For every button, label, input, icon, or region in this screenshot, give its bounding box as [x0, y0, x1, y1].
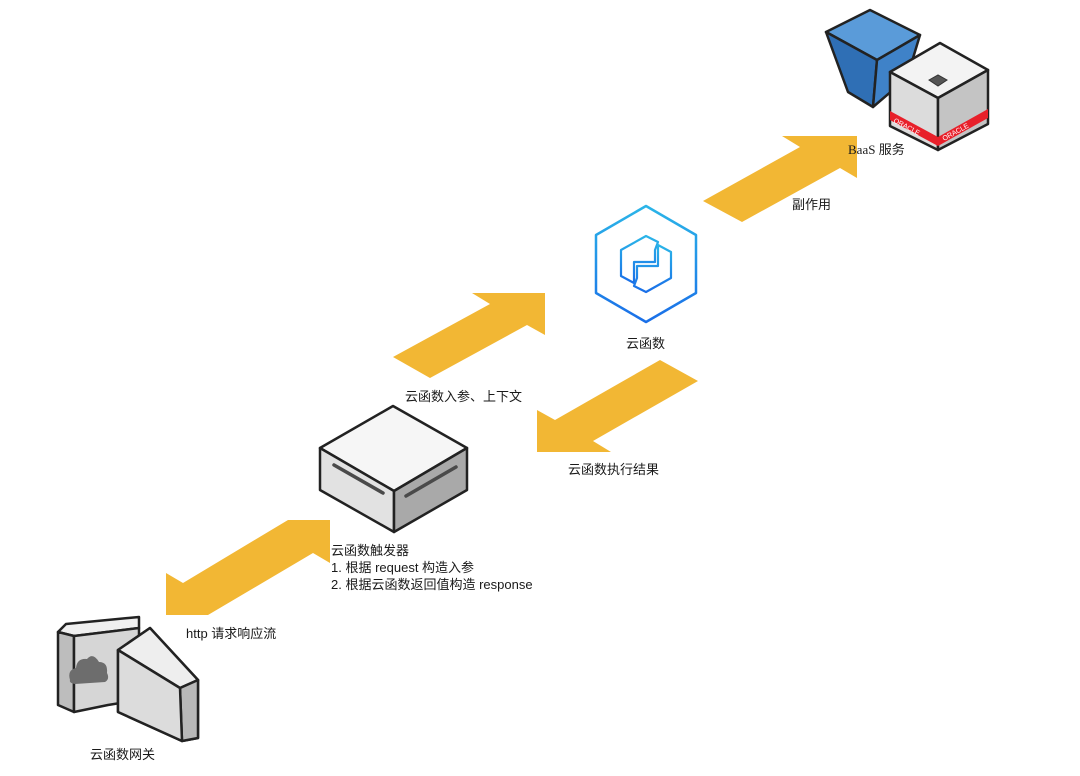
http-flow-label: http 请求响应流 [186, 626, 277, 641]
result-arrow [537, 360, 698, 452]
http-bidirectional-arrow [166, 520, 330, 615]
side-effect-arrow [703, 136, 857, 222]
server-box-icon [318, 404, 469, 534]
gateway-blocks-icon [56, 615, 200, 743]
trigger-step-2: 2. 根据云函数返回值构造 response [331, 577, 533, 592]
trigger-label: 云函数触发器 [331, 543, 410, 558]
cloud-icon [69, 656, 109, 684]
function-label: 云函数 [626, 336, 666, 351]
database-cubes-icon: ORACLE ORACLE [824, 8, 990, 152]
input-arrow [393, 293, 545, 378]
gateway-label: 云函数网关 [90, 747, 156, 762]
result-arrow-label: 云函数执行结果 [568, 462, 660, 477]
side-effect-label: 副作用 [792, 197, 832, 212]
serverless-hexagon-icon [594, 204, 698, 324]
trigger-step-1: 1. 根据 request 构造入参 [331, 560, 475, 575]
input-arrow-label: 云函数入参、上下文 [405, 389, 523, 404]
baas-label: BaaS 服务 [848, 142, 905, 157]
trigger-description: 云函数触发器 1. 根据 request 构造入参 2. 根据云函数返回值构造 … [331, 542, 533, 593]
